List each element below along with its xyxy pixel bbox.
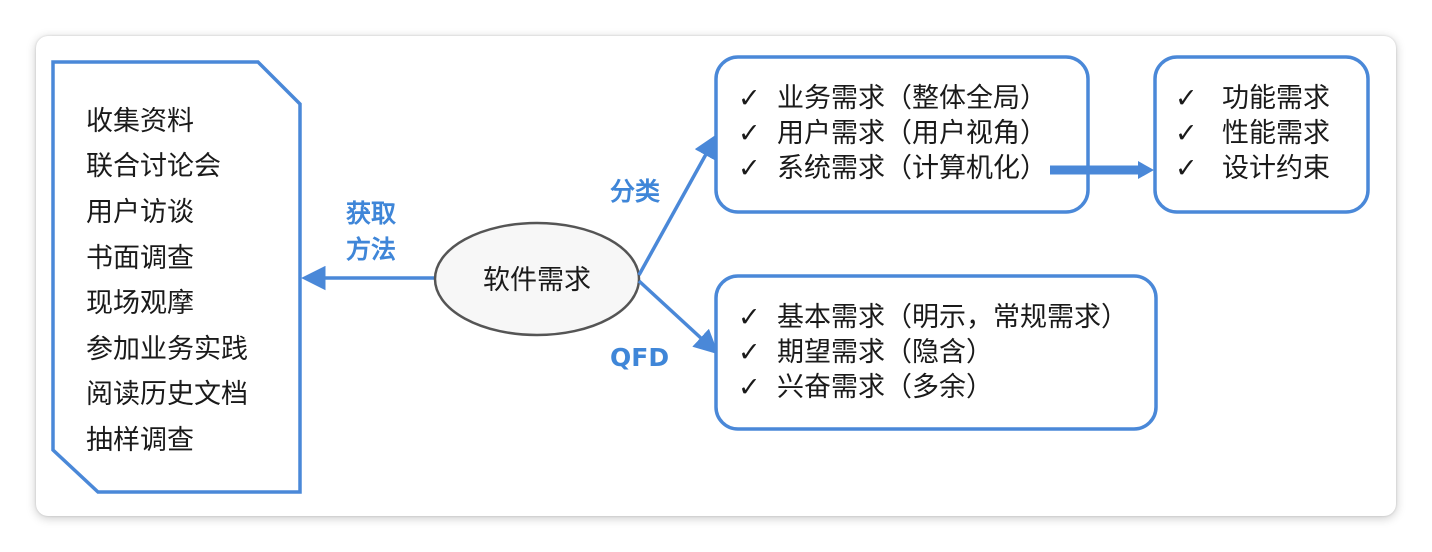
- center-ellipse: [433, 221, 641, 337]
- check-icon: ✓: [738, 83, 761, 114]
- method-item: 参加业务实践: [86, 334, 248, 365]
- classification-item: 业务需求（整体全局）: [777, 83, 1047, 114]
- method-item: 书面调查: [86, 243, 194, 274]
- system-detail-arrowhead: [1138, 161, 1154, 179]
- qfd-list: ✓ 基本需求（明示，常规需求） ✓ 期望需求（隐含） ✓ 兴奋需求（多余）: [738, 302, 1128, 403]
- system-detail-item: 设计约束: [1222, 153, 1330, 184]
- system-detail-list: ✓ 功能需求 ✓ 性能需求 ✓ 设计约束: [1175, 83, 1330, 184]
- classification-label: 分类: [610, 177, 661, 206]
- method-item: 抽样调查: [86, 425, 194, 456]
- classification-box: [714, 55, 1090, 214]
- classification-item: 用户需求（用户视角）: [777, 118, 1047, 149]
- classification-list: ✓ 业务需求（整体全局） ✓ 用户需求（用户视角） ✓ 系统需求（计算机化）: [738, 83, 1047, 184]
- qfd-item: 基本需求（明示，常规需求）: [777, 302, 1128, 333]
- check-icon: ✓: [738, 372, 761, 403]
- system-detail-box: [1153, 55, 1370, 214]
- method-item: 阅读历史文档: [86, 379, 248, 410]
- qfd-item: 兴奋需求（多余）: [777, 372, 993, 403]
- methods-box: [51, 60, 302, 494]
- qfd-arrow: [637, 279, 719, 355]
- classification-arrow: [637, 133, 718, 276]
- method-item: 现场观摩: [86, 288, 194, 319]
- qfd-label: QFD: [610, 343, 669, 372]
- check-icon: ✓: [1175, 118, 1198, 149]
- method-item: 收集资料: [86, 106, 194, 137]
- check-icon: ✓: [738, 302, 761, 333]
- system-detail-item: 功能需求: [1222, 83, 1330, 114]
- methods-list: 收集资料 联合讨论会 用户访谈 书面调查 现场观摩 参加业务实践 阅读历史文档 …: [86, 106, 248, 456]
- check-icon: ✓: [738, 118, 761, 149]
- check-icon: ✓: [738, 153, 761, 184]
- system-detail-item: 性能需求: [1222, 118, 1330, 149]
- center-label: 软件需求: [483, 265, 591, 296]
- method-item: 用户访谈: [86, 197, 194, 228]
- qfd-box: [714, 274, 1158, 431]
- classification-item: 系统需求（计算机化）: [777, 153, 1047, 184]
- check-icon: ✓: [1175, 83, 1198, 114]
- check-icon: ✓: [738, 337, 761, 368]
- acquisition-label-line2: 方法: [346, 235, 396, 264]
- qfd-item: 期望需求（隐含）: [777, 337, 993, 368]
- check-icon: ✓: [1175, 153, 1198, 184]
- acquisition-label-line1: 获取: [346, 199, 396, 228]
- method-item: 联合讨论会: [86, 151, 221, 182]
